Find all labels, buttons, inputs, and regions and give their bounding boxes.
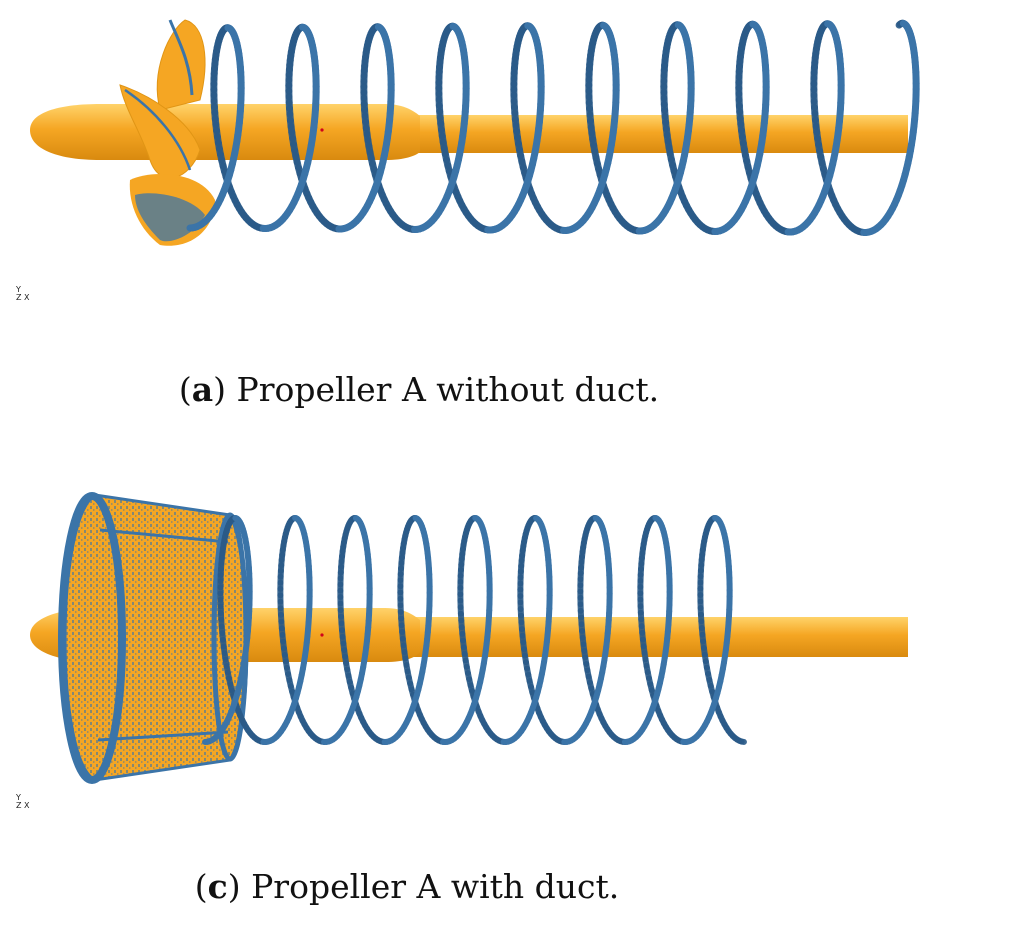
shaft: [405, 617, 908, 657]
axis-z-label: Z: [16, 293, 22, 302]
caption-text: Propeller A with duct.: [251, 867, 620, 906]
tip-vortex-helix: [202, 515, 747, 745]
axes-triad: Y Z X: [16, 286, 30, 302]
tip-vortex-helix: [186, 19, 920, 236]
vortex-segment: [899, 19, 908, 28]
figure-panel-c: Y Z X (c) Propeller A with duct.: [0, 470, 1024, 945]
axis-y-label: Y: [16, 793, 21, 802]
axis-z-label: Z: [16, 801, 22, 810]
shaft: [405, 115, 908, 153]
axes-triad: Y Z X: [16, 794, 30, 810]
caption-label: c: [207, 867, 228, 906]
vortex-segment: [895, 20, 904, 29]
caption-a: (a) Propeller A without duct.: [178, 370, 660, 409]
caption-c: (c) Propeller A with duct.: [194, 867, 620, 906]
figure-panel-a: Y Z X (a) Propeller A without duct.: [0, 0, 1024, 470]
axis-x-label: X: [24, 293, 30, 302]
axis-x-label: X: [24, 801, 30, 810]
vortex-segment: [533, 515, 541, 522]
caption-text: Propeller A without duct.: [236, 370, 660, 409]
center-marker: [320, 633, 324, 637]
vortex-segment: [352, 515, 360, 522]
vortex-segment: [600, 21, 609, 30]
caption-label: a: [191, 370, 214, 409]
center-marker: [320, 128, 324, 132]
propeller-render-no-duct: [30, 19, 920, 246]
hub: [30, 104, 420, 160]
propeller-render-with-duct: [30, 492, 908, 784]
axis-y-label: Y: [16, 285, 21, 294]
